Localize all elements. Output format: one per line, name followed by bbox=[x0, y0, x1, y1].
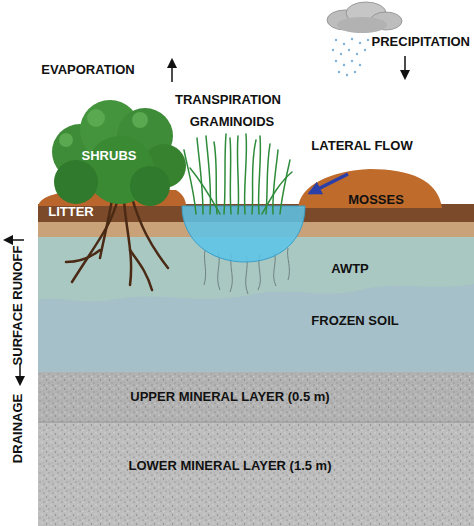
shrub-roots bbox=[100, 200, 112, 258]
graminoid-blades bbox=[273, 150, 278, 214]
flux-arrows bbox=[171, 60, 173, 82]
graminoid-blades bbox=[259, 136, 261, 214]
layer-label: LOWER MINERAL LAYER (1.5 m) bbox=[129, 459, 332, 474]
layer-label: LITTER bbox=[48, 205, 94, 220]
lower-mineral-band bbox=[38, 422, 474, 526]
layer-label: MOSSES bbox=[348, 193, 404, 208]
graminoid-blades bbox=[262, 172, 292, 214]
rain-drops bbox=[332, 49, 334, 51]
graminoid-blades bbox=[224, 134, 226, 214]
flux-arrows bbox=[5, 239, 24, 241]
upper-mineral-layer: UPPER MINERAL LAYER (0.5 m) bbox=[40, 374, 420, 420]
shrub-roots bbox=[124, 200, 131, 285]
right-moss-mound bbox=[298, 169, 442, 208]
shrub-foliage bbox=[59, 133, 73, 147]
graminoid-blades bbox=[252, 140, 256, 214]
rain-cloud bbox=[337, 17, 387, 33]
rain-drops bbox=[332, 38, 369, 76]
flux-label: LATERAL FLOW bbox=[311, 139, 412, 154]
vegetation-label: GRAMINOIDS bbox=[190, 115, 275, 130]
flux-label: DRAINAGE bbox=[12, 393, 27, 462]
awtp-layer: AWTP bbox=[300, 256, 400, 282]
shrub-foliage bbox=[132, 112, 148, 128]
rain-drops bbox=[346, 74, 348, 76]
rain-drops bbox=[335, 60, 337, 62]
graminoid-blades bbox=[230, 138, 231, 214]
flux-arrows bbox=[19, 364, 21, 384]
grass-roots bbox=[288, 248, 290, 280]
frozen-soil-layer: FROZEN SOIL bbox=[280, 306, 430, 336]
pond bbox=[182, 206, 305, 262]
graminoid-blades bbox=[184, 134, 292, 214]
shrub-roots bbox=[130, 250, 152, 290]
rain-drops bbox=[343, 43, 345, 45]
litter-layer: LITTER bbox=[40, 204, 102, 221]
grass-roots bbox=[274, 252, 276, 286]
shrub-foliage bbox=[130, 166, 170, 206]
rain-drops bbox=[359, 42, 361, 44]
rain-drops bbox=[364, 49, 366, 51]
right-moss-mound bbox=[298, 169, 442, 208]
upper-mineral-band bbox=[38, 372, 474, 422]
layer-label: UPPER MINERAL LAYER (0.5 m) bbox=[130, 390, 329, 405]
shrub-foliage bbox=[87, 109, 105, 127]
lower-mineral-band bbox=[38, 422, 474, 526]
flux-arrows bbox=[5, 56, 405, 384]
rain-drops bbox=[343, 64, 345, 66]
graminoid-blades bbox=[280, 160, 290, 214]
upper-mineral-band bbox=[38, 372, 474, 422]
graminoid-blades bbox=[237, 136, 238, 214]
rain-drops bbox=[356, 53, 358, 55]
grass-roots bbox=[204, 250, 206, 285]
layer-label: AWTP bbox=[331, 262, 369, 277]
lateral-flow-arrow bbox=[310, 174, 348, 193]
rain-cloud bbox=[327, 2, 402, 33]
flux-label: EVAPORATION bbox=[41, 63, 134, 78]
graminoid-blades bbox=[206, 136, 211, 214]
graminoid-blades bbox=[190, 168, 220, 214]
rain-drops bbox=[351, 60, 353, 62]
graminoid-blades bbox=[184, 150, 196, 214]
shrub-roots bbox=[132, 198, 168, 268]
lower-mineral-band bbox=[38, 422, 474, 423]
flux-label: PRECIPITATION bbox=[372, 35, 470, 50]
flux-label: SURFACE RUNOFF bbox=[12, 245, 27, 365]
flux-label: TRANSPIRATION bbox=[175, 93, 281, 108]
rain-drops bbox=[348, 49, 350, 51]
lateral-flow-arrow bbox=[310, 174, 348, 193]
upper-mineral-band bbox=[38, 372, 474, 422]
shrub-shape: SHRUBS bbox=[50, 141, 168, 171]
shrub-foliage bbox=[52, 100, 186, 206]
layer-label: SHRUBS bbox=[82, 149, 137, 164]
lower-mineral-band bbox=[38, 422, 474, 526]
shrub-foliage bbox=[54, 160, 98, 204]
graminoid-blades bbox=[245, 134, 247, 214]
moss-mound: MOSSES bbox=[318, 186, 434, 214]
rain-drops bbox=[351, 38, 353, 40]
rain-drops bbox=[335, 39, 337, 41]
graminoid-blades bbox=[197, 138, 203, 214]
rain-drops bbox=[338, 71, 340, 73]
flux-arrows bbox=[404, 56, 406, 78]
rain-drops bbox=[359, 64, 361, 66]
rain-drops bbox=[354, 71, 356, 73]
layer-label: FROZEN SOIL bbox=[311, 314, 398, 329]
rain-drops bbox=[367, 39, 369, 41]
rain-drops bbox=[340, 53, 342, 55]
shrub-roots bbox=[66, 250, 100, 262]
lower-mineral-layer: LOWER MINERAL LAYER (1.5 m) bbox=[40, 424, 420, 508]
pond bbox=[182, 206, 305, 262]
